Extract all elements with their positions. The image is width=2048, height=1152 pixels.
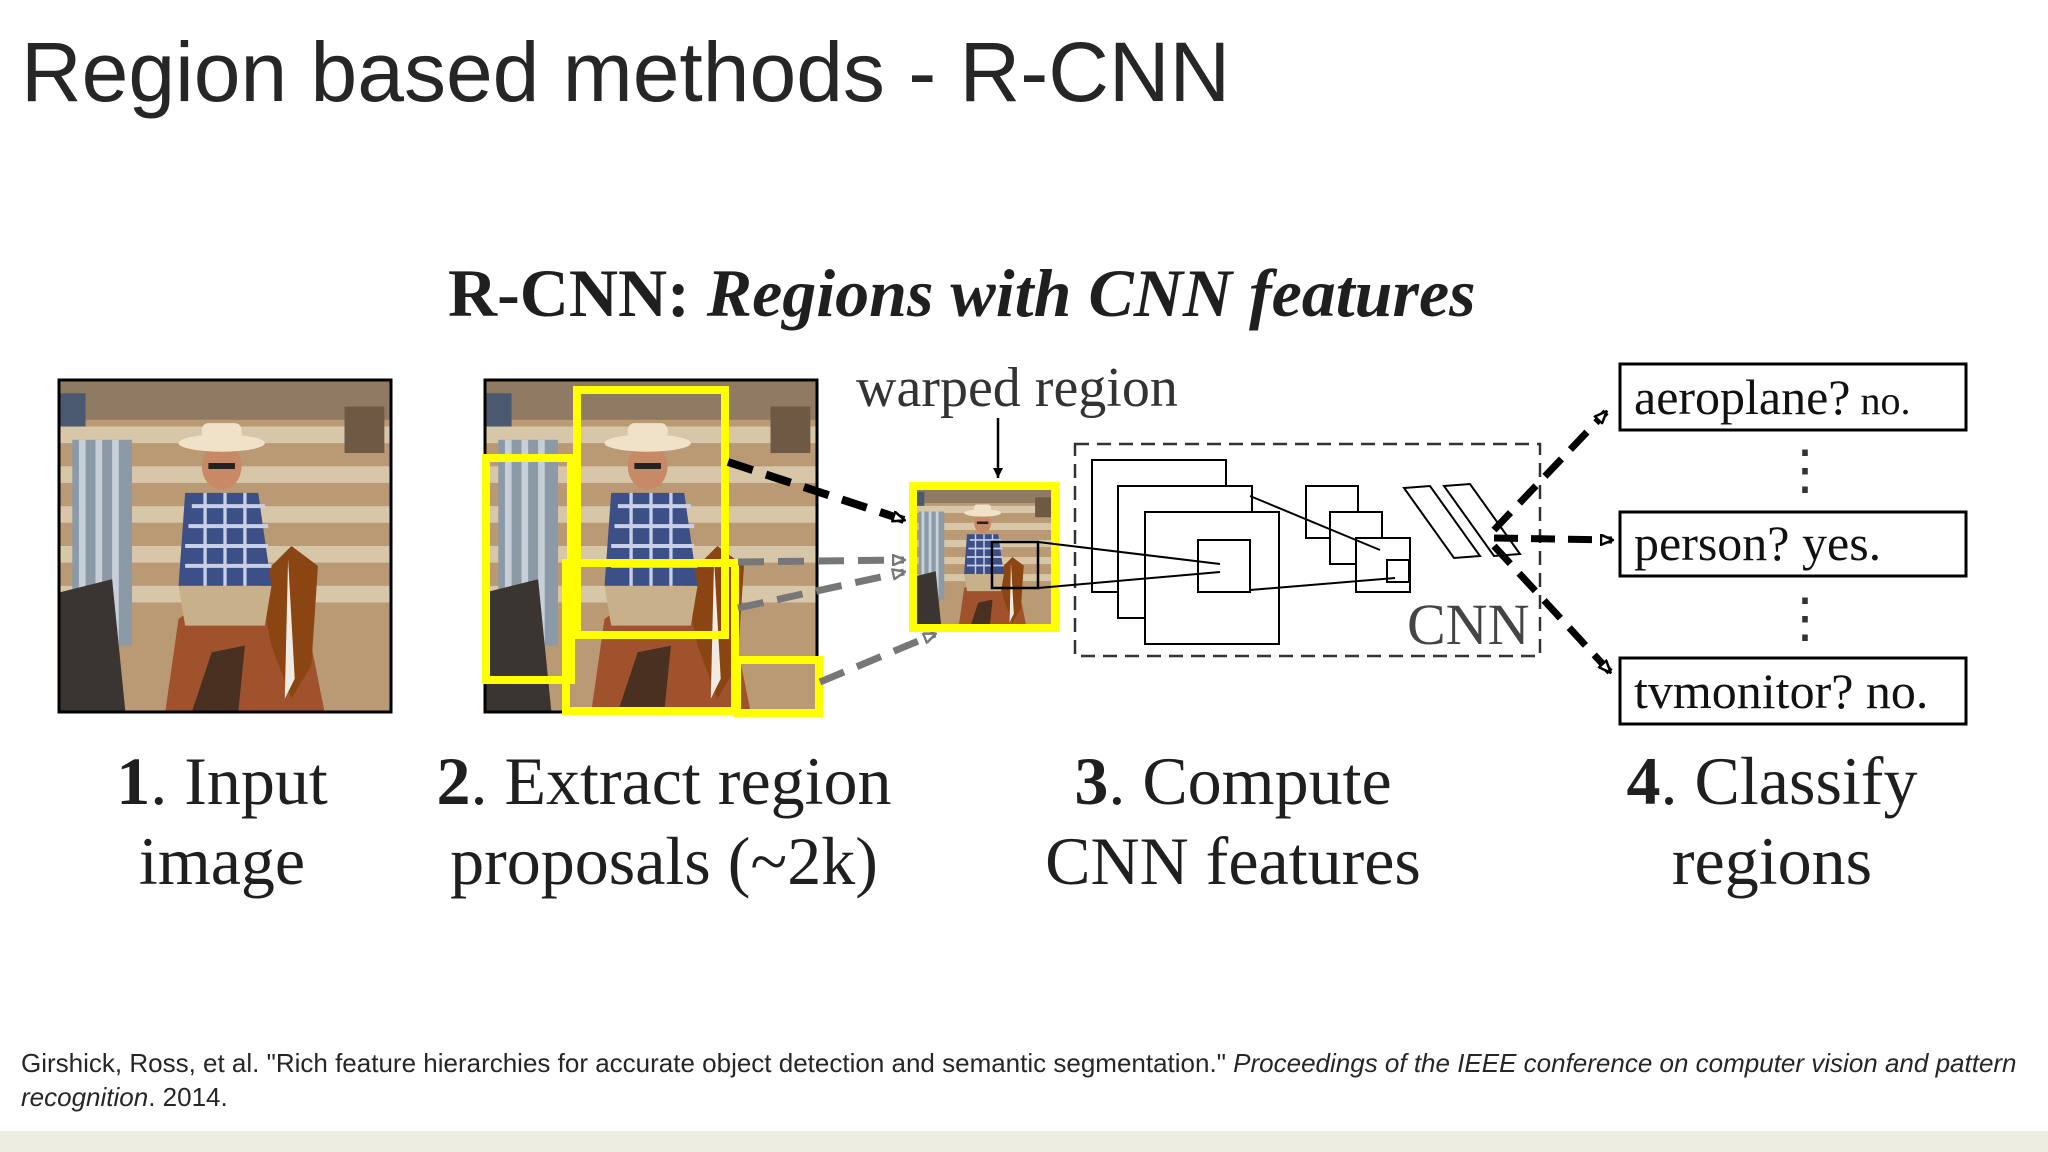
ellipsis-dots: ⋮	[1778, 588, 1832, 648]
step-4-line-1: 4. Classify	[1627, 743, 1918, 819]
citation-authors-title: Girshick, Ross, et al. "Rich feature hie…	[21, 1048, 1234, 1078]
step-2-line-1: 2. Extract region	[436, 743, 891, 819]
proposal-box	[482, 454, 575, 684]
step-1-line-2: image	[139, 823, 305, 899]
warped-region-image	[909, 482, 1059, 632]
step-3-line-1: 3. Compute	[1074, 743, 1391, 819]
classification-arrows	[1491, 412, 1612, 672]
svg-text:tvmonitor? no.: tvmonitor? no.	[1634, 663, 1928, 719]
class-box-person: person? yes.	[1618, 510, 1968, 578]
proposal-box	[733, 656, 823, 717]
step-3-line-2: CNN features	[1045, 823, 1421, 899]
svg-text:aeroplane? no.: aeroplane? no.	[1634, 369, 1911, 425]
proposal-arrows	[726, 458, 935, 686]
citation-venue: Proceedings of the IEEE conference on co…	[21, 1048, 2017, 1112]
region-proposals-image	[482, 378, 823, 717]
svg-text:person? yes.: person? yes.	[1634, 515, 1881, 571]
cnn-label: CNN	[1407, 592, 1529, 657]
footer-bar	[0, 1131, 2048, 1152]
ellipsis-dots: ⋮	[1778, 440, 1832, 500]
warped-region-label: warped region	[856, 357, 1178, 419]
figure-title: R-CNN: Regions with CNN features	[448, 255, 1476, 331]
cnn-block: CNN	[1037, 442, 1542, 658]
class-box-aeroplane: aeroplane? no.	[1618, 362, 1968, 432]
step-4-line-2: regions	[1672, 823, 1872, 899]
citation-year: . 2014.	[148, 1082, 228, 1112]
step-2-line-2: proposals (~2k)	[450, 823, 878, 899]
proposal-box	[573, 386, 729, 639]
class-box-tvmonitor: tvmonitor? no.	[1618, 656, 1968, 726]
step-1-line-1: 1. Input	[116, 743, 328, 819]
proposal-box	[562, 559, 739, 715]
input-image	[57, 378, 393, 714]
citation: Girshick, Ross, et al. "Rich feature hie…	[21, 1046, 2021, 1114]
slide-title: Region based methods - R-CNN	[21, 25, 1231, 119]
